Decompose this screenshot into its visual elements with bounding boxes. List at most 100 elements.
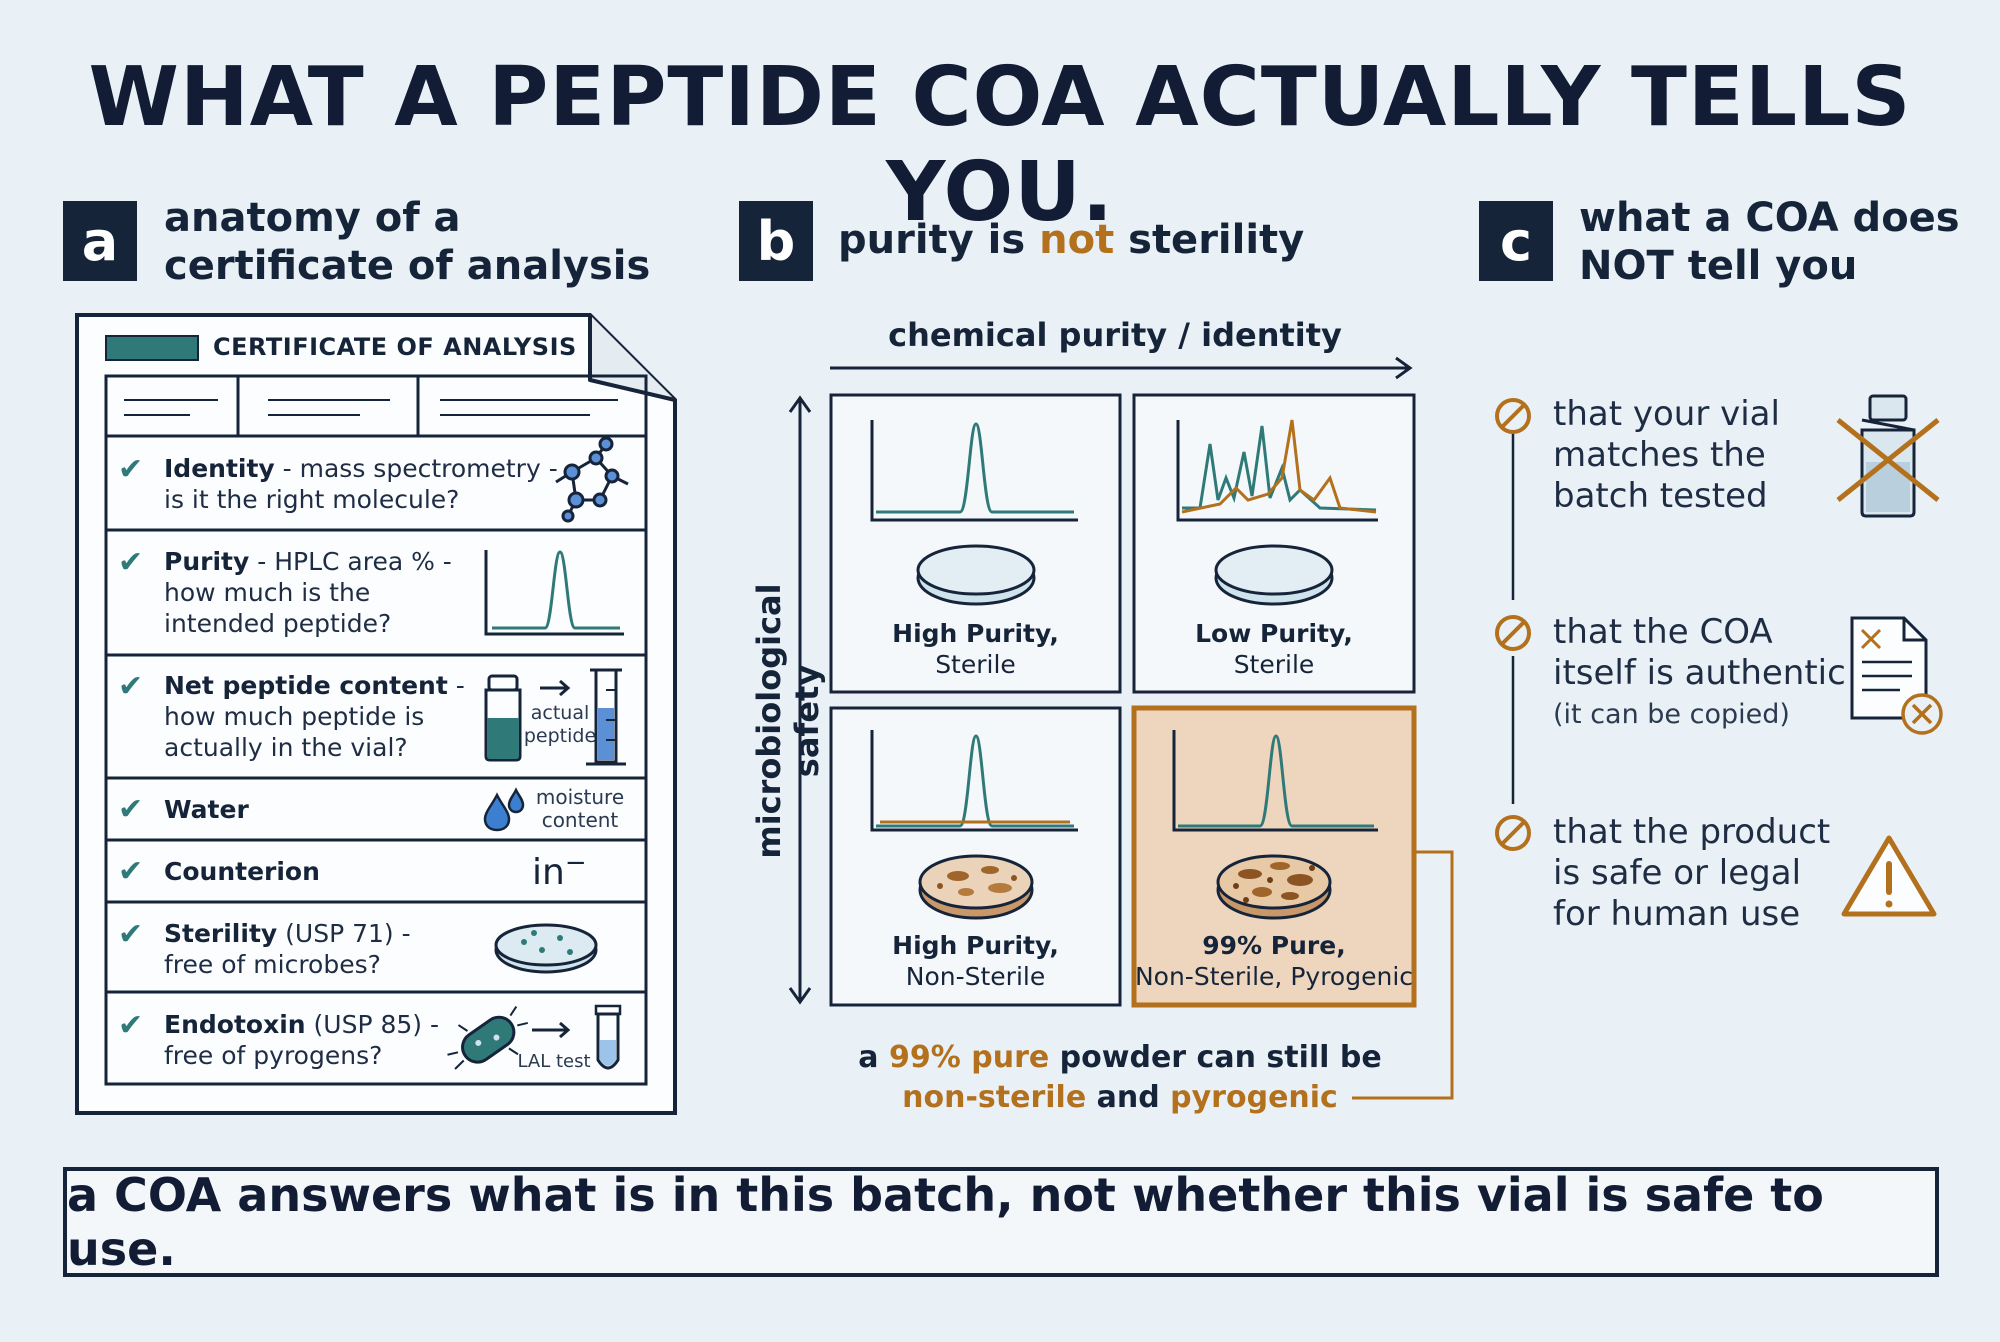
x-axis-label: chemical purity / identity [888, 316, 1342, 354]
section-c-heading-line2: NOT tell you [1579, 243, 1858, 289]
caption-accent: 99% pure [889, 1040, 1050, 1075]
row-name: Endotoxin [164, 1010, 306, 1039]
row-desc: (USP 71) - [277, 919, 411, 948]
icon-label-line: content [541, 808, 619, 832]
check-icon: ✔ [118, 545, 144, 580]
caption-accent: non-sterile [902, 1080, 1087, 1115]
coa-row-counterion: Counterion [164, 856, 320, 887]
section-c-heading: what a COA does NOT tell you [1579, 194, 1960, 290]
icon-label-line: peptide [523, 725, 597, 747]
ion-charge: − [564, 848, 587, 878]
limit-text: that your vial [1553, 394, 1780, 434]
quadrant-subtitle: Sterile [1233, 650, 1315, 679]
petri-dish-icon [494, 923, 598, 974]
row-name: Identity [164, 454, 275, 483]
molecule-icon [555, 436, 629, 523]
row-desc: - HPLC area % - [249, 547, 452, 576]
vial-to-cylinder-icon [484, 668, 626, 766]
limit-text: matches the [1553, 435, 1766, 475]
coa-row-purity: Purity - HPLC area % - how much is the i… [164, 546, 484, 639]
coa-row-sterility: Sterility (USP 71) - free of microbes? [164, 918, 484, 980]
check-icon: ✔ [118, 1008, 144, 1043]
page-title: WHAT A PEPTIDE COA ACTUALLY TELLS YOU. [88, 50, 1912, 240]
limit-text: itself is authentic [1553, 653, 1846, 693]
lal-test-label: LAL test [517, 1051, 591, 1072]
prohibited-icon [1495, 815, 1531, 851]
coa-row-endotoxin: Endotoxin (USP 85) - free of pyrogens? [164, 1009, 484, 1071]
summary-banner: a COA answers what is in this batch, not… [63, 1167, 1939, 1277]
row-name: Water [164, 795, 249, 824]
row-name: Net peptide content [164, 671, 448, 700]
caption-text: a [858, 1040, 889, 1075]
quadrant-title: 99% Pure, [1202, 931, 1346, 960]
caption-accent: pyrogenic [1170, 1080, 1338, 1115]
quadrant-subtitle: Non-Sterile [905, 962, 1046, 991]
coa-row-water: Water [164, 794, 249, 825]
quadrant-subtitle: Sterile [935, 650, 1016, 679]
warning-triangle-icon [1841, 835, 1937, 917]
row-desc: how much is the [164, 578, 371, 607]
row-desc: actually in the vial? [164, 733, 408, 762]
quadrant-label-low-purity-sterile: Low Purity, Sterile [1134, 618, 1414, 680]
section-c-badge: c [1479, 201, 1553, 281]
coa-document-title: CERTIFICATE OF ANALYSIS [213, 333, 577, 361]
icon-label-line: actual [530, 702, 590, 724]
limit-text: that the COA [1553, 612, 1773, 652]
check-icon: ✔ [118, 792, 144, 827]
check-icon: ✔ [118, 669, 144, 704]
check-icon: ✔ [118, 917, 144, 952]
section-a-heading: anatomy of a certificate of analysis [164, 194, 650, 290]
quadrant-title: Low Purity, [1195, 619, 1353, 648]
icon-label-line: moisture [535, 785, 625, 809]
quadrant-subtitle: Non-Sterile, Pyrogenic [1134, 962, 1414, 991]
document-x-icon [1850, 616, 1943, 735]
row-desc: free of microbes? [164, 950, 381, 979]
coa-limit-vial-match: that your vial matches the batch tested [1553, 394, 1780, 517]
row-desc: - mass spectrometry - [274, 454, 558, 483]
section-b-badge: b [739, 201, 813, 281]
row-desc: how much peptide is [164, 702, 425, 731]
coa-limit-safety: that the product is safe or legal for hu… [1553, 812, 1830, 935]
sterile-dish-icon [1214, 544, 1334, 606]
row-name: Purity [164, 547, 250, 576]
ion-symbol: in− [532, 848, 587, 893]
section-a-heading-line2: certificate of analysis [164, 243, 651, 289]
matrix-caption: a 99% pure powder can still be non-steri… [830, 1038, 1410, 1118]
section-a-heading-line1: anatomy of a [164, 195, 461, 241]
summary-text: a COA answers what is in this batch, not… [67, 1168, 1824, 1276]
quadrant-label-high-purity-sterile: High Purity, Sterile [831, 618, 1120, 680]
sterile-dish-icon [916, 544, 1036, 606]
coa-row-net-peptide: Net peptide content - how much peptide i… [164, 670, 494, 763]
contaminated-dish-icon [918, 854, 1034, 920]
actual-peptide-label: actual peptide [522, 702, 598, 748]
check-icon: ✔ [118, 452, 144, 487]
coa-limit-authenticity: that the COA itself is authentic (it can… [1553, 612, 1846, 735]
bacteria-to-tube-icon [447, 1004, 622, 1070]
ion-text: in [532, 852, 565, 893]
row-desc: is it the right molecule? [164, 485, 460, 514]
heading-text: purity is [838, 217, 1040, 263]
section-b-heading: purity is not sterility [838, 216, 1304, 264]
crossed-vial-icon [1836, 394, 1940, 518]
caption-text: powder can still be [1049, 1040, 1382, 1075]
limit-text: is safe or legal [1553, 853, 1802, 893]
quadrant-label-high-purity-non-sterile: High Purity, Non-Sterile [831, 930, 1120, 992]
row-name: Sterility [164, 919, 278, 948]
coa-row-identity: Identity - mass spectrometry - is it the… [164, 453, 564, 515]
row-name: Counterion [164, 857, 320, 886]
heading-text: sterility [1114, 217, 1305, 263]
caption-text: and [1086, 1080, 1171, 1115]
prohibited-icon [1495, 398, 1531, 434]
section-a-badge: a [63, 201, 137, 281]
row-desc: - [447, 671, 465, 700]
limit-text: that the product [1553, 812, 1831, 852]
check-icon: ✔ [118, 854, 144, 889]
moisture-content-label: moisture content [530, 786, 630, 832]
pyrogenic-dish-icon [1216, 854, 1332, 920]
heading-accent: not [1039, 217, 1115, 263]
quadrant-title: High Purity, [892, 619, 1059, 648]
section-c-heading-line1: what a COA does [1579, 195, 1960, 241]
